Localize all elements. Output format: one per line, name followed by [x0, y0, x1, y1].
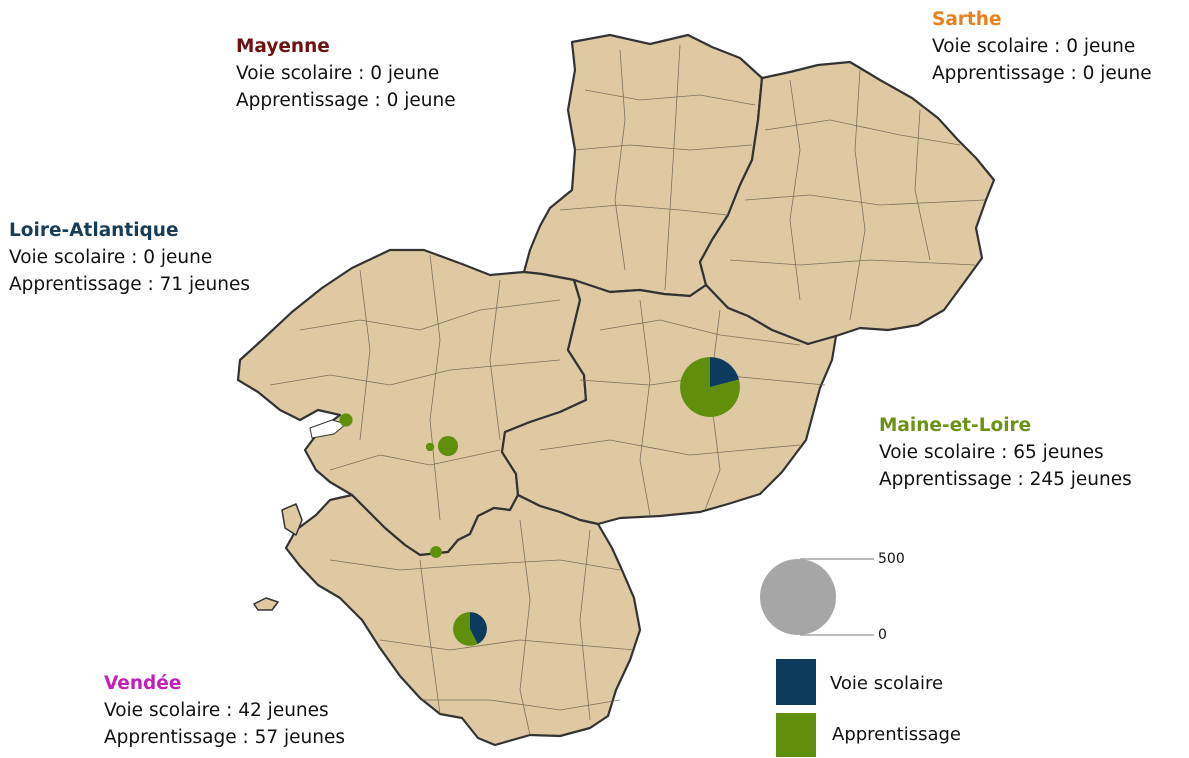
legend-label-voie: Voie scolaire: [830, 673, 944, 694]
appr-value: Apprentissage : 0 jeune: [236, 90, 456, 111]
scale-min-label: 0: [878, 627, 887, 643]
pie-5-full: [425, 442, 435, 452]
dept-name: Maine-et-Loire: [879, 415, 1032, 436]
island-yeu: [253, 597, 279, 611]
appr-value: Apprentissage : 0 jeune: [932, 63, 1152, 84]
legend-label-appr: Apprentissage: [832, 724, 961, 745]
dept-name: Mayenne: [236, 36, 330, 57]
label-sarthe: Sarthe Voie scolaire : 0 jeune Apprentis…: [932, 6, 1152, 87]
appr-value: Apprentissage : 57 jeunes: [104, 727, 345, 748]
loire-estuary: [309, 419, 347, 439]
voie-value: Voie scolaire : 0 jeune: [932, 36, 1136, 57]
label-maine-et-loire: Maine-et-Loire Voie scolaire : 65 jeunes…: [879, 412, 1132, 493]
dept-name: Sarthe: [932, 9, 1002, 30]
legend-swatch-appr: [776, 713, 816, 757]
pie-0-voie-slice: [710, 357, 739, 387]
pie-2-full: [437, 435, 459, 457]
legend-swatch-voie: [776, 659, 816, 705]
voie-value: Voie scolaire : 0 jeune: [9, 247, 213, 268]
appr-value: Apprentissage : 71 jeunes: [9, 274, 250, 295]
scale-circle: [760, 559, 836, 635]
island-noirmoutier: [281, 503, 303, 536]
pie-1-voie-slice: [470, 612, 487, 645]
dept-maine-et-loire[interactable]: [500, 278, 838, 526]
voie-value: Voie scolaire : 42 jeunes: [104, 700, 329, 721]
voie-value: Voie scolaire : 65 jeunes: [879, 442, 1104, 463]
pie-3-full: [339, 413, 353, 427]
scale-legend: [760, 558, 874, 636]
voie-value: Voie scolaire : 0 jeune: [236, 63, 440, 84]
pie-1-appr-slice: [453, 612, 478, 646]
label-vendee: Vendée Voie scolaire : 42 jeunes Apprent…: [104, 670, 345, 751]
scale-max-label: 500: [878, 551, 905, 567]
dept-name: Loire-Atlantique: [9, 220, 179, 241]
label-loire-atlantique: Loire-Atlantique Voie scolaire : 0 jeune…: [9, 217, 250, 298]
pie-4-full: [430, 546, 442, 558]
appr-value: Apprentissage : 245 jeunes: [879, 469, 1132, 490]
dept-name: Vendée: [104, 673, 182, 694]
label-mayenne: Mayenne Voie scolaire : 0 jeune Apprenti…: [236, 33, 456, 114]
dept-sarthe[interactable]: [698, 60, 996, 346]
